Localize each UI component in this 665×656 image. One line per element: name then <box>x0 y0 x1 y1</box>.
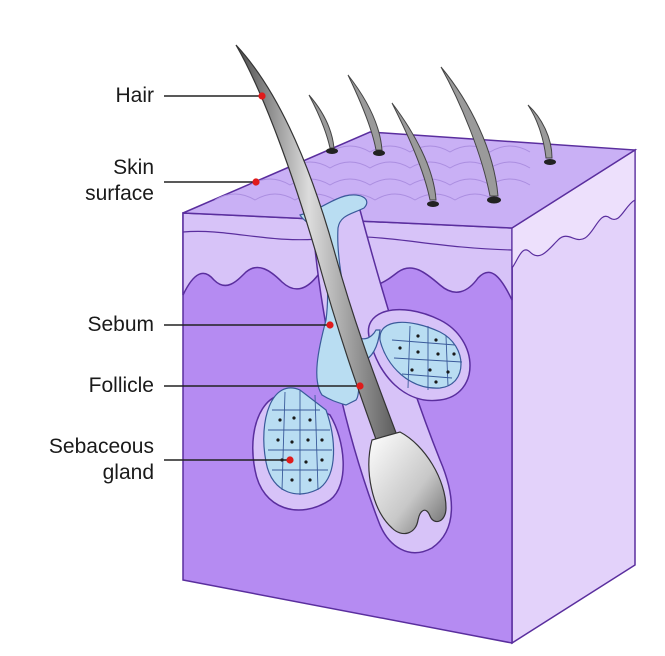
skin-surface-top <box>182 131 638 229</box>
skin-surface-label: Skin surface <box>4 155 154 207</box>
sebum-label: Sebum <box>4 312 154 338</box>
follicle-label: Follicle <box>4 373 154 399</box>
skin-surface-label-line1: Skin <box>113 156 154 179</box>
sebaceous-gland-label-line1: Sebaceous <box>48 435 154 458</box>
hair-bulb <box>368 431 447 535</box>
sebaceous-gland-label: Sebaceous gland <box>4 434 154 486</box>
surface-hairs <box>308 66 556 207</box>
sebum-label-text: Sebum <box>87 313 154 336</box>
sebaceous-gland-marker <box>286 456 294 464</box>
skin-surface-marker <box>252 178 260 186</box>
follicle-marker <box>356 382 364 390</box>
follicle-label-text: Follicle <box>88 374 154 397</box>
upper-sebaceous-gland <box>379 321 463 390</box>
sebum-marker <box>326 321 334 329</box>
hair-marker <box>258 92 266 100</box>
sebaceous-gland-label-line2: gland <box>102 461 154 484</box>
hair-label-text: Hair <box>115 84 154 107</box>
callout-markers <box>252 92 364 464</box>
skin-surface-label-line2: surface <box>85 182 154 205</box>
side-epidermis-wave <box>511 148 636 270</box>
leader-lines <box>164 95 360 461</box>
hair-label: Hair <box>4 83 154 109</box>
